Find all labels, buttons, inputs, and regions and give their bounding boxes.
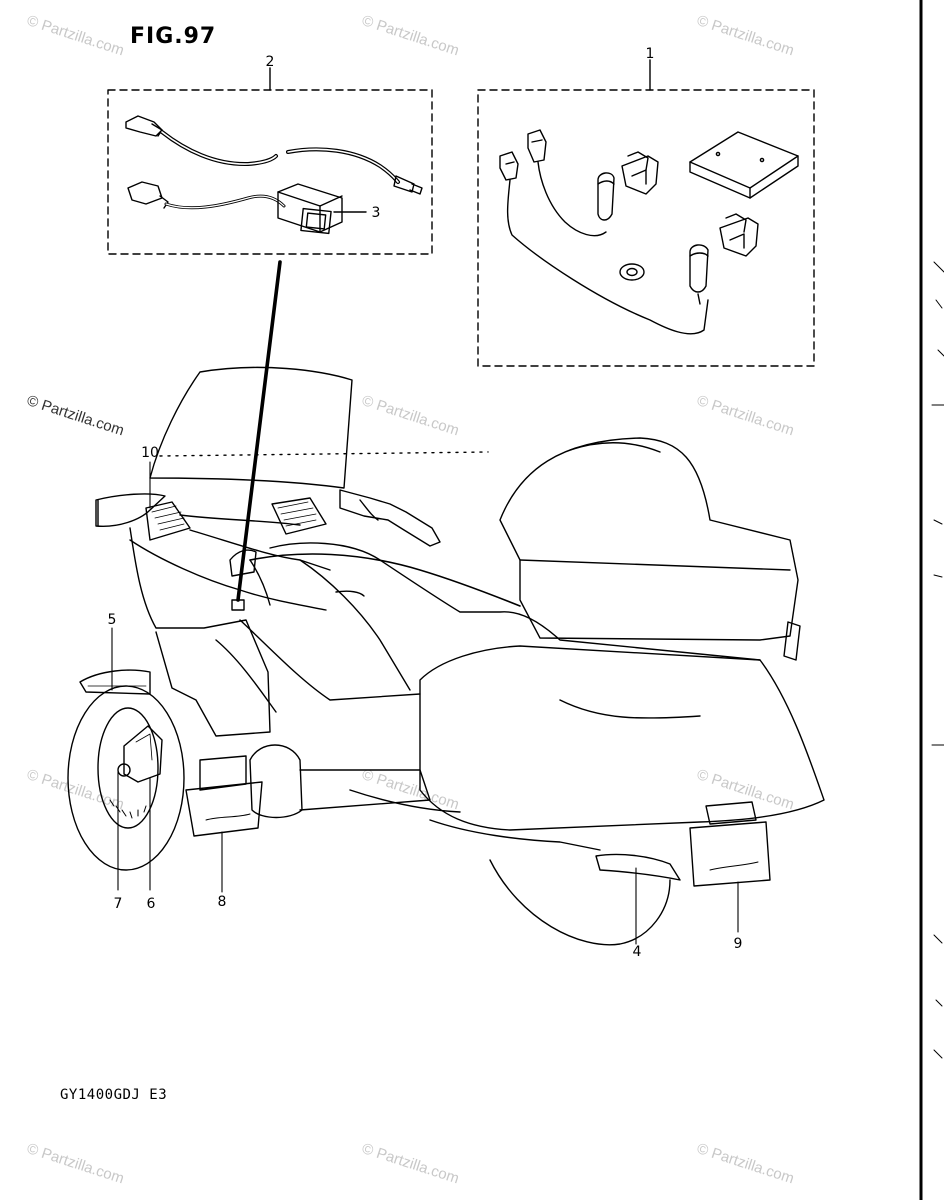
- emblem-badge: [123, 725, 163, 783]
- saddlebag: [419, 645, 825, 831]
- callout-8: 8: [217, 894, 227, 910]
- mirror: [95, 493, 166, 527]
- label-decal: [271, 497, 327, 535]
- switch-location-marker: [231, 599, 245, 611]
- kit-1-box: [477, 59, 815, 367]
- wiring-harness: [499, 129, 709, 335]
- callout-10: 10: [141, 445, 159, 461]
- muffler-decal: [595, 853, 681, 881]
- callout-leaders: [111, 461, 739, 945]
- rear-wheel: [489, 859, 671, 946]
- model-code: GY1400GDJ E3: [60, 1087, 168, 1103]
- grommet: [619, 263, 645, 281]
- handlebar: [339, 489, 441, 547]
- mounting-clip: [719, 213, 759, 257]
- adjacent-page-fragments: [931, 261, 944, 1059]
- motorcycle-illustration: [67, 366, 825, 946]
- kit-2-box: [107, 67, 433, 255]
- callout-7: 7: [113, 896, 123, 912]
- harness-upper: [125, 115, 423, 195]
- figure-title: FIG.97: [130, 24, 217, 49]
- harness-lower: [127, 181, 367, 235]
- callout-4: 4: [632, 944, 642, 960]
- front-fender: [79, 669, 151, 695]
- callout-2: 2: [265, 54, 275, 70]
- callout-1: 1: [645, 46, 655, 62]
- rear-plate-decal: [689, 821, 771, 887]
- callout-6: 6: [146, 896, 156, 912]
- windshield: [149, 366, 353, 489]
- leader-line: [236, 260, 282, 602]
- callout-5: 5: [107, 612, 117, 628]
- front-wheel: [67, 685, 185, 871]
- label-decal: [145, 501, 191, 541]
- control-module: [689, 131, 799, 199]
- callout-3: 3: [371, 205, 381, 221]
- mounting-clip: [621, 151, 659, 195]
- top-trunk: [499, 437, 799, 641]
- callout-9: 9: [733, 936, 743, 952]
